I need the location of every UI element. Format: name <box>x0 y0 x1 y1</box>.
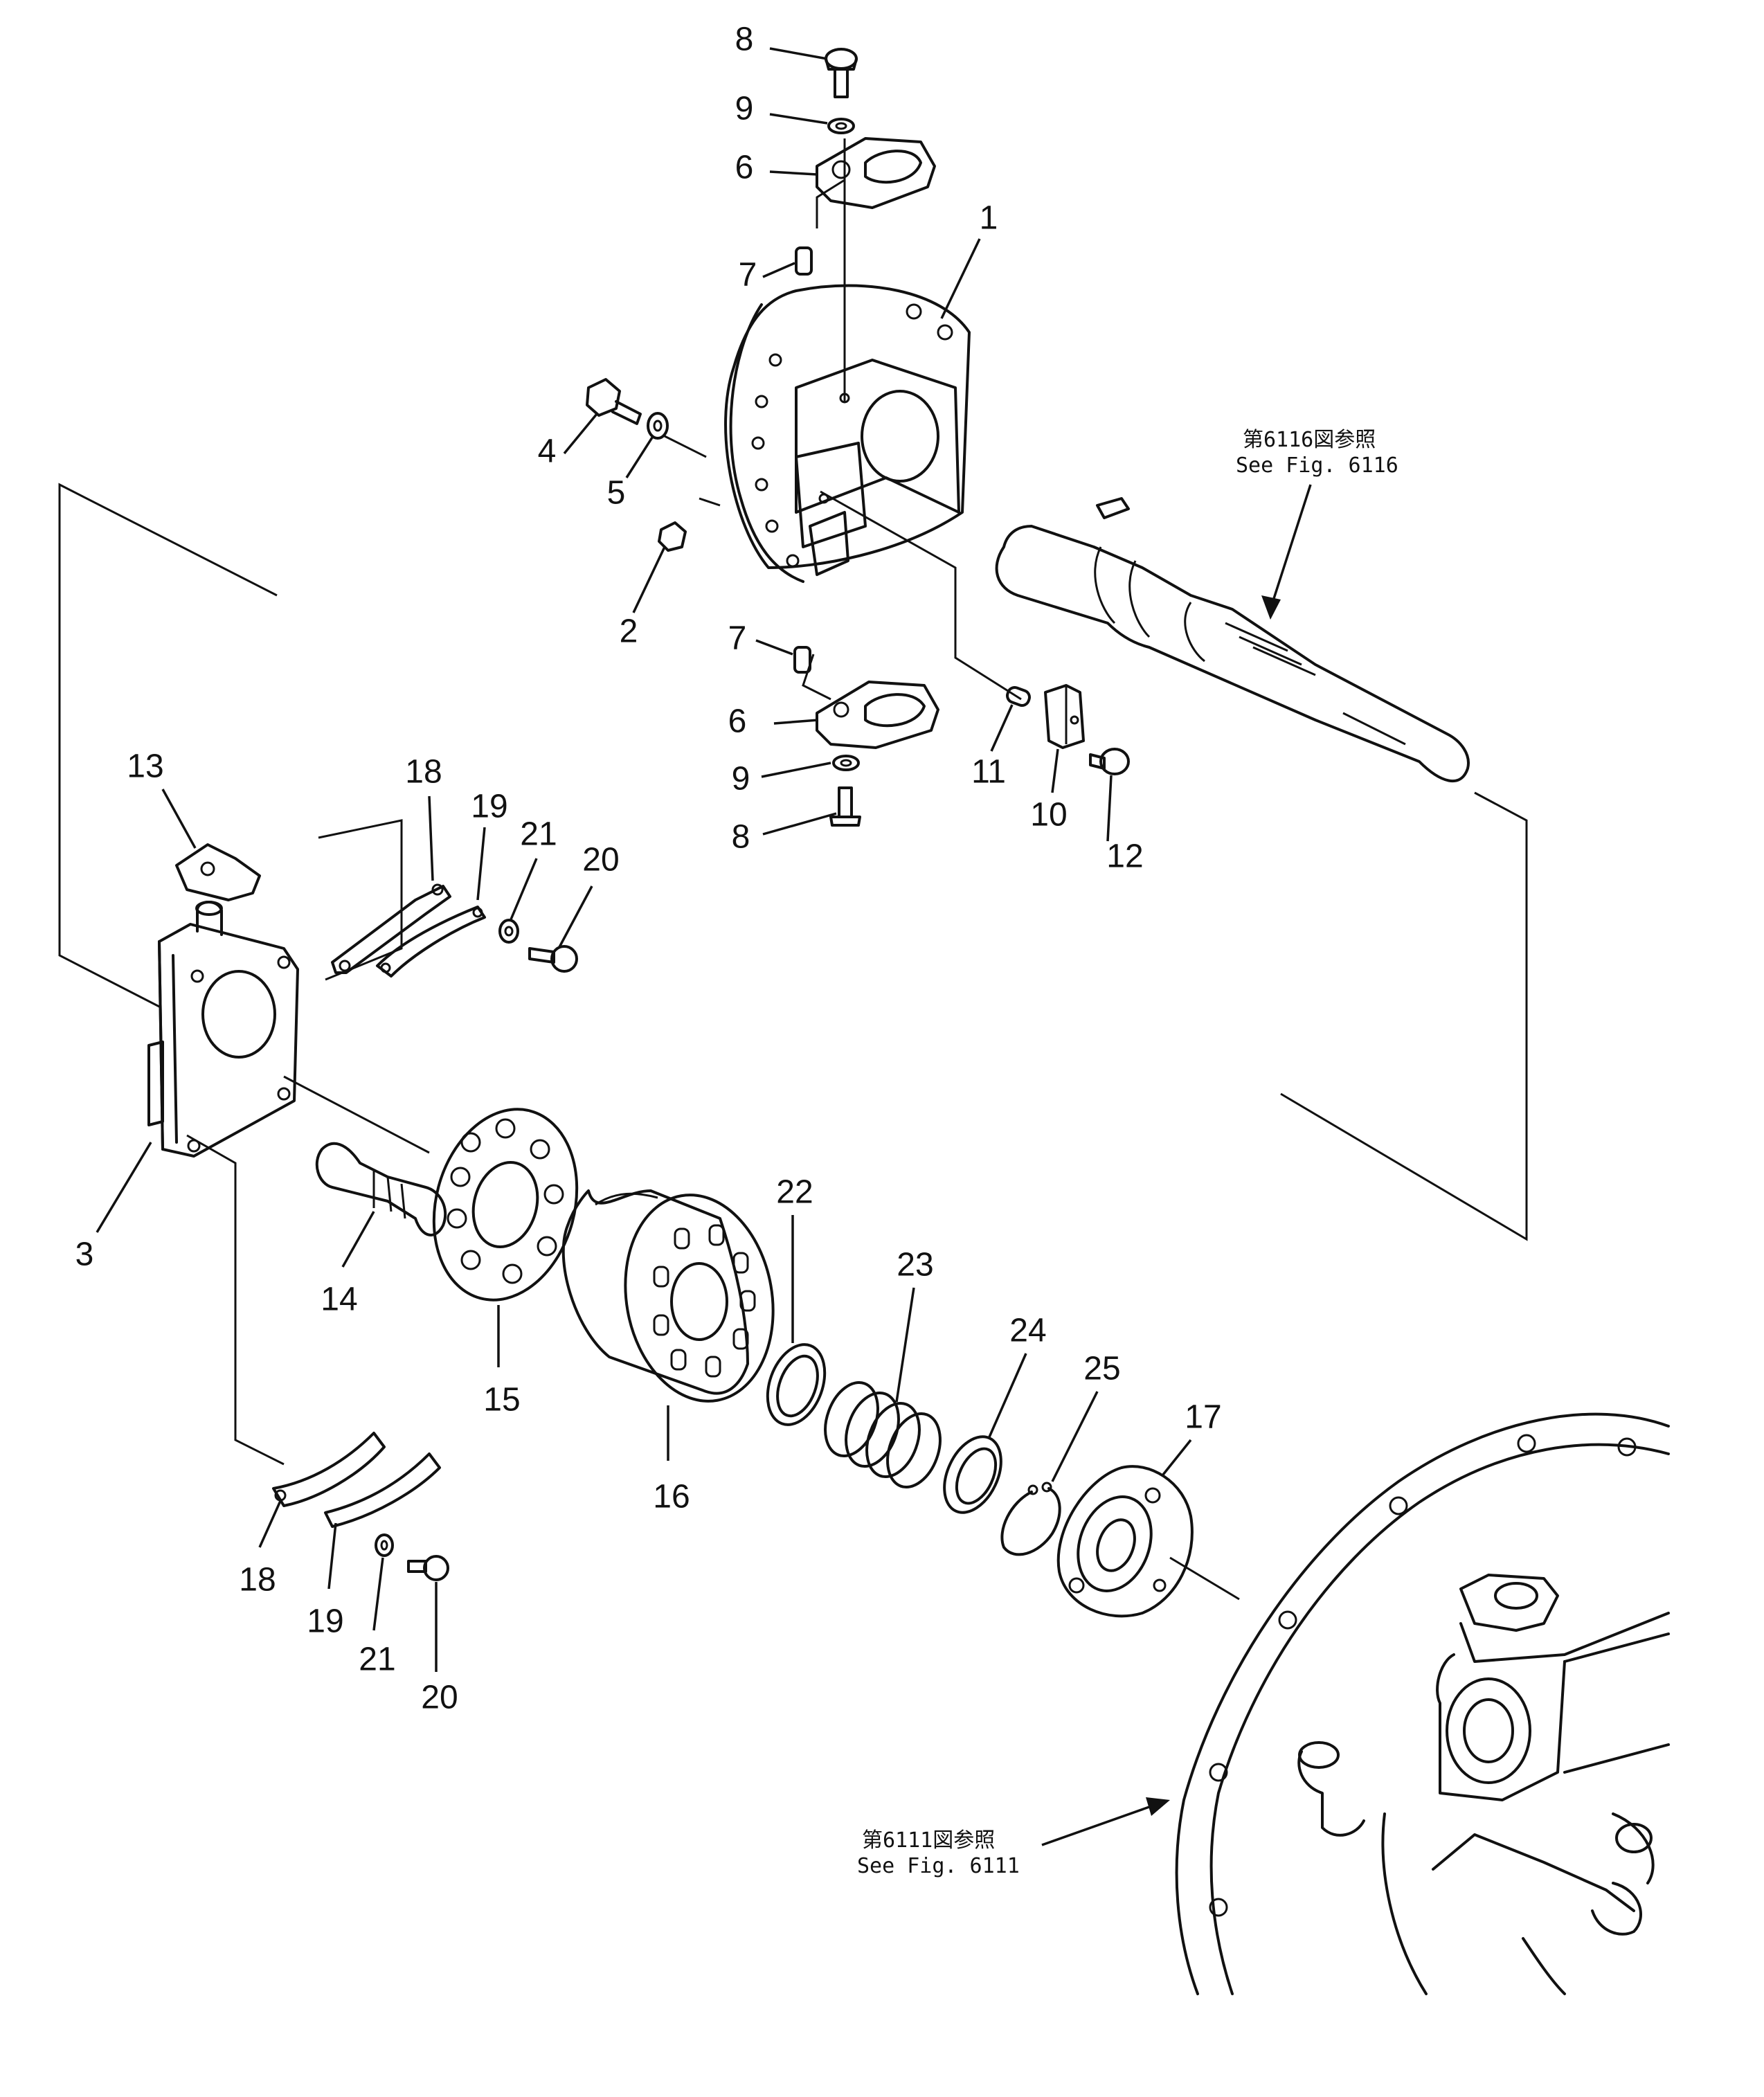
part-1-cradle <box>724 284 971 583</box>
ref-6111-jp: 第6111図参照 <box>862 1828 995 1853</box>
part-18-upper-shoe-holder <box>331 883 451 974</box>
shaft <box>995 497 1470 782</box>
callout-14: 14 <box>321 1281 357 1318</box>
callout-leaders <box>96 47 1192 1672</box>
callout-12: 12 <box>1106 838 1143 875</box>
callout-24: 24 <box>1009 1313 1046 1349</box>
part-22-seat <box>766 1343 827 1426</box>
part-6-bottom-plate <box>816 681 939 749</box>
callout-7-top: 7 <box>739 257 757 294</box>
callout-9-bottom: 9 <box>732 761 750 798</box>
part-23-spring <box>824 1380 942 1489</box>
callout-numbers: 8 9 6 7 1 4 5 2 7 6 9 8 11 10 12 13 18 1… <box>75 21 1222 1716</box>
part-4-bolt <box>586 378 642 425</box>
part-21-upper-washer <box>498 919 519 944</box>
part-9-bottom-washer <box>832 755 860 771</box>
part-19-upper-retainer <box>376 906 486 978</box>
callout-16: 16 <box>653 1479 690 1515</box>
part-19-lower-retainer <box>324 1452 441 1528</box>
part-12-bolt <box>1089 748 1130 775</box>
callout-8-bottom: 8 <box>732 819 750 856</box>
part-15-plate <box>432 1108 579 1302</box>
part-18-lower-shoe-holder <box>272 1432 386 1507</box>
part-2-plug <box>658 521 687 552</box>
part-13-plate <box>175 843 261 901</box>
callout-20-lower: 20 <box>421 1680 458 1716</box>
callout-17: 17 <box>1185 1399 1221 1436</box>
part-7-top-pin <box>795 246 813 276</box>
callout-23: 23 <box>897 1247 933 1284</box>
ref-6111-en: See Fig. 6111 <box>857 1854 1020 1878</box>
callout-19-upper: 19 <box>471 789 507 825</box>
part-8-top-bolt <box>825 48 858 98</box>
part-7-bottom-pin <box>793 646 811 674</box>
callout-22: 22 <box>776 1174 813 1211</box>
part-6-top-plate <box>816 137 936 209</box>
callout-10: 10 <box>1030 797 1067 834</box>
part-21-lower-washer <box>375 1533 394 1557</box>
callout-2: 2 <box>620 613 638 650</box>
callout-9-top: 9 <box>735 91 754 127</box>
part-20-lower-bolt <box>407 1555 449 1581</box>
callout-21-upper: 21 <box>520 816 557 853</box>
part-24-seat <box>943 1435 1002 1514</box>
callout-20-upper: 20 <box>582 842 619 879</box>
part-3-block <box>147 901 299 1158</box>
callout-6-bottom: 6 <box>728 703 747 740</box>
callout-11: 11 <box>971 754 1006 791</box>
callout-13: 13 <box>127 748 163 785</box>
pump-housing <box>1175 1412 1670 1995</box>
ref-6116-en: See Fig. 6116 <box>1236 453 1398 478</box>
ref-6116-jp: 第6116図参照 <box>1243 428 1376 452</box>
reference-labels: 第6116図参照 See Fig. 6116 第6111図参照 See Fig.… <box>857 428 1398 1878</box>
part-5-washer <box>647 412 669 440</box>
part-14-center-shaft <box>315 1142 447 1236</box>
callout-25: 25 <box>1083 1351 1120 1387</box>
part-25-snap-ring <box>1000 1482 1061 1556</box>
callout-18-upper: 18 <box>405 754 442 791</box>
part-16-cylinder <box>561 1189 775 1403</box>
callout-18-lower: 18 <box>239 1562 276 1599</box>
callout-19-lower: 19 <box>307 1603 343 1640</box>
callout-15: 15 <box>483 1382 520 1419</box>
callout-3: 3 <box>75 1236 94 1273</box>
part-20-upper-bolt <box>528 945 578 973</box>
part-17-valve-plate <box>1056 1465 1194 1618</box>
part-9-top-washer <box>827 118 855 134</box>
part-8-bottom-bolt <box>829 786 861 827</box>
callout-21-lower: 21 <box>359 1641 395 1678</box>
callout-5: 5 <box>607 475 626 512</box>
reference-arrows <box>1041 484 1312 1846</box>
assembly-lines <box>58 138 1528 1601</box>
callout-4: 4 <box>538 433 557 470</box>
part-10-block <box>1044 684 1085 749</box>
callout-7-bottom: 7 <box>728 620 747 657</box>
callout-6-top: 6 <box>735 150 754 186</box>
callout-8-top: 8 <box>735 21 754 58</box>
part-11-pin <box>1006 686 1031 707</box>
callout-1: 1 <box>980 200 998 237</box>
